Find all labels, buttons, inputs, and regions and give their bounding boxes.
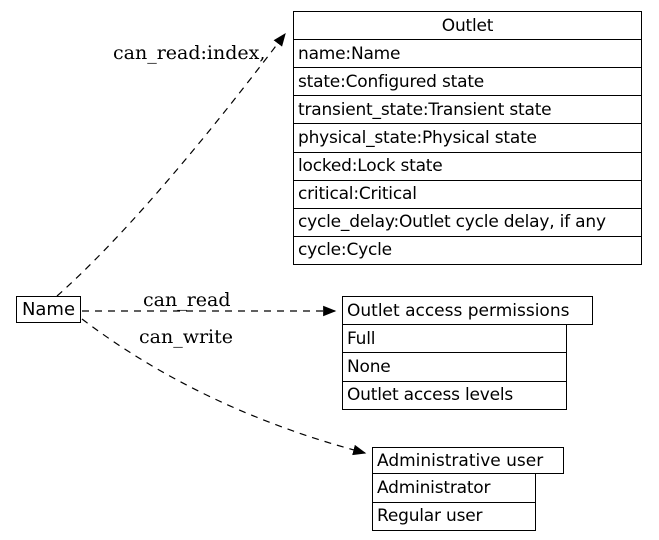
- permissions-table: Full None Outlet access levels: [342, 324, 567, 410]
- table-row: name:Name: [294, 39, 641, 67]
- table-row: critical:Critical: [294, 179, 641, 208]
- outlet-table: Outlet name:Name state:Configured state …: [293, 11, 642, 265]
- table-row: physical_state:Physical state: [294, 123, 641, 151]
- name-node: Name: [16, 296, 81, 323]
- admin-table: Administrator Regular user: [372, 473, 536, 531]
- table-row: cycle_delay:Outlet cycle delay, if any: [294, 207, 641, 236]
- table-row: transient_state:Transient state: [294, 95, 641, 123]
- admin-table-title: Administrative user: [372, 447, 564, 474]
- edge-can-read-index: [56, 32, 286, 297]
- table-row: Full: [347, 328, 376, 349]
- table-row: state:Configured state: [294, 67, 641, 95]
- table-row: Outlet access levels: [343, 380, 566, 409]
- edge-label-can-read-index: can_read:index,: [113, 42, 266, 64]
- edge-label-can-write: can_write: [139, 326, 234, 348]
- table-row: Regular user: [373, 501, 535, 531]
- table-row: cycle:Cycle: [294, 235, 641, 264]
- table-row: locked:Lock state: [294, 151, 641, 180]
- outlet-table-title: Outlet: [441, 15, 494, 36]
- table-row: None: [343, 352, 566, 380]
- edge-can-write: [81, 318, 367, 456]
- table-row: Administrator: [377, 477, 491, 498]
- edge-label-can-read: can_read: [143, 289, 231, 311]
- permissions-table-title: Outlet access permissions: [342, 296, 593, 325]
